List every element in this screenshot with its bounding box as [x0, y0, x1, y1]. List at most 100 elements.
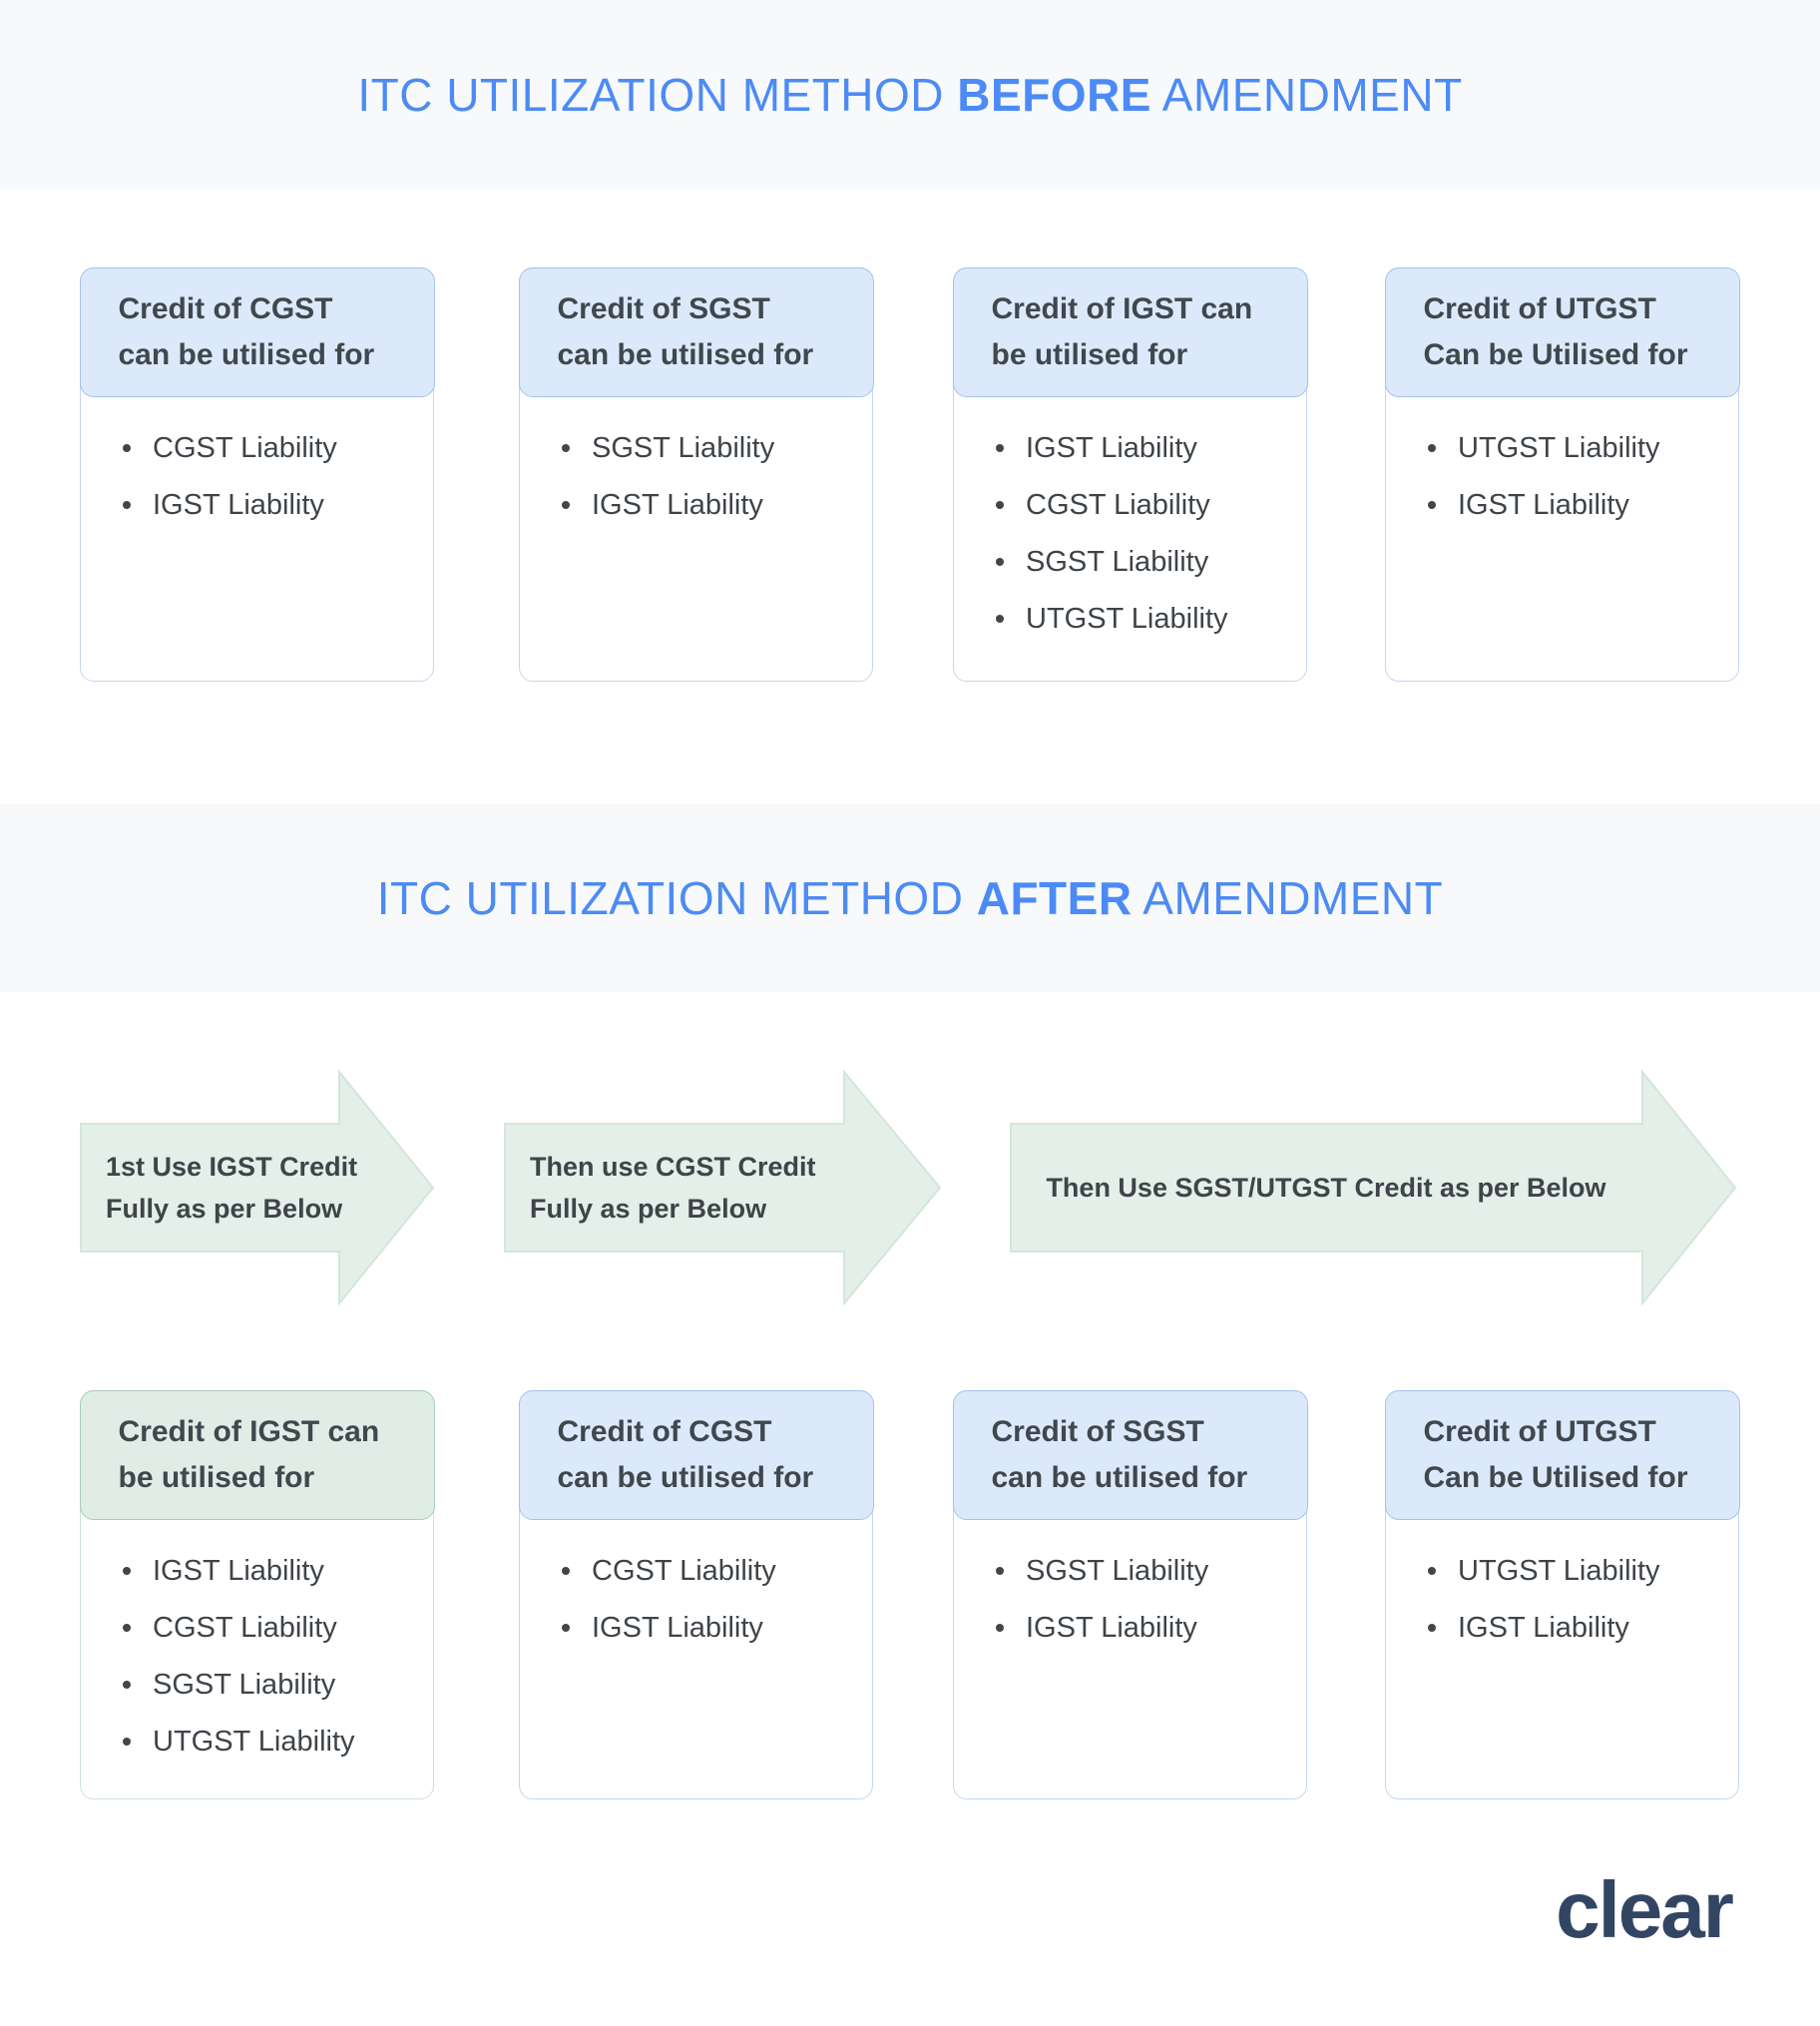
list-item-label: IGST Liability — [592, 1611, 763, 1644]
right-arrow-icon — [80, 1070, 435, 1305]
card-title-line: Credit of IGST can — [991, 291, 1253, 325]
card-after-utgst-credit: Credit of UTGST Can be Utilised for UTGS… — [1384, 1389, 1740, 1799]
step-arrow-2: Then use CGST Credit Fully as per Below — [504, 1070, 942, 1305]
card-after-sgst-credit: Credit of SGST can be utilised for SGST … — [952, 1389, 1308, 1799]
list-item: CGST Liability — [996, 490, 1296, 520]
list-item-label: CGST Liability — [592, 1554, 776, 1587]
bullet-icon — [562, 443, 570, 452]
before-section-title: ITC UTILIZATION METHOD BEFORE AMENDMENT — [357, 68, 1462, 122]
card-title-line: Credit of SGST — [557, 291, 770, 325]
card-title-line: be utilised for — [118, 1460, 315, 1494]
step-arrow-3-label: Then Use SGST/UTGST Credit as per Below — [1010, 1070, 1642, 1305]
card-title-line: Credit of IGST can — [118, 1414, 380, 1448]
list-item: CGST Liability — [123, 433, 423, 463]
list-item-label: IGST Liability — [1026, 1611, 1197, 1644]
card-after-utgst-header: Credit of UTGST Can be Utilised for — [1384, 1389, 1740, 1520]
bullet-icon — [123, 1680, 131, 1689]
card-before-igst-credit: Credit of IGST can be utilised for IGST … — [952, 266, 1308, 682]
bullet-icon — [123, 500, 131, 509]
card-title-line: Credit of CGST — [118, 291, 333, 325]
after-title-prefix: ITC UTILIZATION METHOD — [376, 872, 977, 924]
bullet-icon — [1428, 443, 1436, 452]
list-item: SGST Liability — [562, 433, 862, 463]
card-after-igst-items: IGST Liability CGST Liability SGST Liabi… — [81, 1520, 433, 1757]
bullet-icon — [1428, 500, 1436, 509]
arrow-text-line: Then use CGST Credit — [530, 1152, 816, 1182]
before-title-bold-word: BEFORE — [957, 69, 1151, 121]
card-before-cgst-items: CGST Liability IGST Liability — [81, 397, 433, 520]
list-item-label: SGST Liability — [592, 431, 775, 464]
before-title-suffix: AMENDMENT — [1150, 69, 1463, 121]
card-title-line: Can be Utilised for — [1423, 337, 1688, 371]
bullet-icon — [123, 1566, 131, 1575]
card-title-line: can be utilised for — [991, 1460, 1248, 1494]
list-item-label: UTGST Liability — [1026, 602, 1228, 635]
card-title-line: Can be Utilised for — [1423, 1460, 1688, 1494]
arrow-text-line: 1st Use IGST Credit — [106, 1152, 358, 1182]
card-before-sgst-header: Credit of SGST can be utilised for — [518, 266, 874, 397]
list-item: UTGST Liability — [1428, 1556, 1728, 1586]
arrow-text-line: Fully as per Below — [530, 1194, 767, 1224]
list-item-label: CGST Liability — [153, 1611, 337, 1644]
list-item-label: SGST Liability — [1026, 545, 1209, 578]
list-item: IGST Liability — [1428, 1613, 1728, 1643]
card-before-cgst-credit: Credit of CGST can be utilised for CGST … — [79, 266, 435, 682]
list-item: SGST Liability — [123, 1670, 423, 1700]
list-item: SGST Liability — [996, 547, 1296, 577]
clear-logo: clear — [1556, 1865, 1734, 1954]
list-item-label: IGST Liability — [153, 1554, 324, 1587]
card-after-cgst-credit: Credit of CGST can be utilised for CGST … — [518, 1389, 874, 1799]
card-before-igst-items: IGST Liability CGST Liability SGST Liabi… — [954, 397, 1306, 634]
list-item: UTGST Liability — [996, 604, 1296, 634]
card-before-utgst-items: UTGST Liability IGST Liability — [1386, 397, 1738, 520]
card-title-line: can be utilised for — [557, 1460, 814, 1494]
card-after-cgst-items: CGST Liability IGST Liability — [520, 1520, 872, 1643]
list-item: CGST Liability — [562, 1556, 862, 1586]
card-title-line: Credit of CGST — [557, 1414, 772, 1448]
step-arrow-2-label: Then use CGST Credit Fully as per Below — [530, 1070, 849, 1305]
bullet-icon — [562, 500, 570, 509]
card-title-line: can be utilised for — [118, 337, 375, 371]
list-item-label: CGST Liability — [1026, 488, 1210, 521]
after-section-title: ITC UTILIZATION METHOD AFTER AMENDMENT — [377, 871, 1443, 925]
list-item-label: UTGST Liability — [1458, 431, 1660, 464]
list-item: IGST Liability — [123, 490, 423, 520]
list-item-label: UTGST Liability — [1458, 1554, 1660, 1587]
step-arrow-1-label: 1st Use IGST Credit Fully as per Below — [106, 1070, 365, 1305]
card-after-sgst-items: SGST Liability IGST Liability — [954, 1520, 1306, 1643]
list-item-label: IGST Liability — [1026, 431, 1197, 464]
list-item: IGST Liability — [562, 490, 862, 520]
after-title-bold-word: AFTER — [976, 872, 1133, 924]
bullet-icon — [1428, 1566, 1436, 1575]
list-item: UTGST Liability — [1428, 433, 1728, 463]
list-item-label: IGST Liability — [1458, 488, 1629, 521]
bullet-icon — [562, 1566, 570, 1575]
list-item: SGST Liability — [996, 1556, 1296, 1586]
before-header-band: ITC UTILIZATION METHOD BEFORE AMENDMENT — [0, 0, 1820, 190]
after-header-band: ITC UTILIZATION METHOD AFTER AMENDMENT — [0, 804, 1820, 992]
list-item-label: IGST Liability — [1458, 1611, 1629, 1644]
card-title-line: be utilised for — [991, 337, 1188, 371]
bullet-icon — [562, 1623, 570, 1632]
list-item-label: SGST Liability — [153, 1668, 336, 1701]
arrow-text-line: Fully as per Below — [106, 1194, 343, 1224]
bullet-icon — [123, 1623, 131, 1632]
list-item-label: UTGST Liability — [153, 1725, 355, 1758]
card-after-igst-header: Credit of IGST can be utilised for — [79, 1389, 435, 1520]
bullet-icon — [1428, 1623, 1436, 1632]
bullet-icon — [123, 443, 131, 452]
step-arrow-3: Then Use SGST/UTGST Credit as per Below — [1010, 1070, 1737, 1305]
list-item-label: CGST Liability — [153, 431, 337, 464]
list-item-label: SGST Liability — [1026, 1554, 1209, 1587]
list-item: IGST Liability — [562, 1613, 862, 1643]
list-item-label: IGST Liability — [592, 488, 763, 521]
after-title-suffix: AMENDMENT — [1132, 872, 1444, 924]
right-arrow-icon — [1010, 1070, 1737, 1305]
card-before-sgst-items: SGST Liability IGST Liability — [520, 397, 872, 520]
card-title-line: can be utilised for — [557, 337, 814, 371]
card-before-utgst-header: Credit of UTGST Can be Utilised for — [1384, 266, 1740, 397]
right-arrow-icon — [504, 1070, 942, 1305]
list-item: CGST Liability — [123, 1613, 423, 1643]
bullet-icon — [123, 1737, 131, 1746]
list-item: IGST Liability — [996, 1613, 1296, 1643]
